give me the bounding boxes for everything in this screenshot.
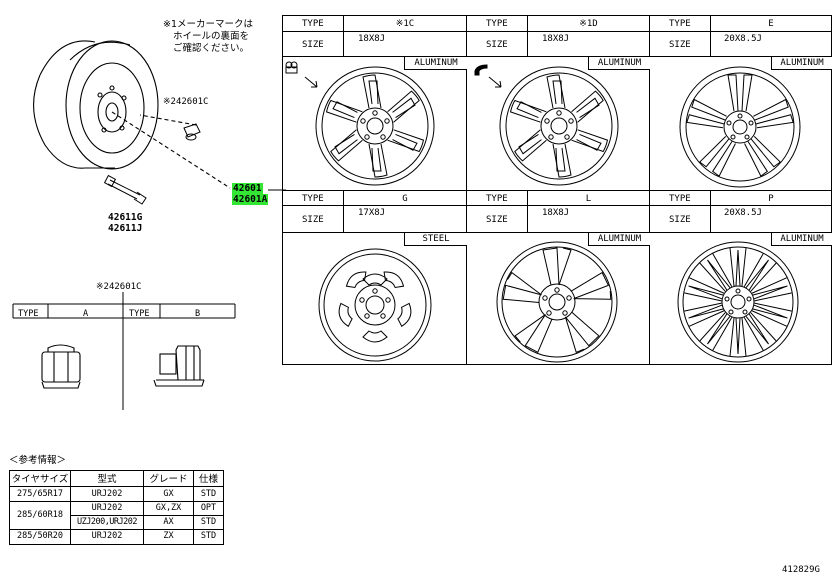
type-value-c[interactable]: ※1C [395, 19, 415, 29]
table-row: 275/65R17 [16, 489, 64, 499]
table-row: GX [163, 489, 174, 499]
size-value-c: 18X8J [358, 34, 386, 44]
table-row: URJ202 [91, 489, 123, 499]
material-badge-e: ALUMINUM [771, 57, 832, 70]
type-value-g[interactable]: G [402, 194, 408, 204]
ref-header-spec: 仕様 [198, 474, 218, 485]
cap-callout-top[interactable]: ※242601C [163, 97, 209, 107]
nut-type-a[interactable]: A [82, 309, 89, 319]
valve-part-42611j[interactable]: 42611J [108, 223, 143, 234]
size-value-e: 20X8.5J [724, 34, 762, 44]
table-row: 285/50R20 [16, 531, 64, 541]
wheel-part-42601[interactable]: 42601 [232, 183, 263, 194]
maker-mark-note: ※1メーカーマークは ホイールの裏面を ご確認ください。 [163, 19, 254, 54]
wheel-g-drawing[interactable] [283, 247, 466, 364]
table-row: STD [200, 517, 217, 527]
valve-part-42611g[interactable]: 42611G [108, 212, 143, 223]
size-label-5: SIZE [486, 215, 508, 225]
wheel-part-42601a[interactable]: 42601A [232, 194, 269, 205]
type-label-4: TYPE [302, 194, 324, 204]
type-label-2: TYPE [486, 19, 508, 29]
nut-type-b[interactable]: B [194, 309, 201, 319]
type-label-1: TYPE [302, 19, 324, 29]
wheel-l-drawing[interactable] [467, 240, 649, 364]
type-label-3: TYPE [669, 19, 691, 29]
table-row: URJ202 [91, 531, 123, 541]
size-label-6: SIZE [669, 215, 691, 225]
size-value-p: 20X8.5J [724, 208, 762, 218]
type-value-p[interactable]: P [768, 194, 774, 204]
table-row: 285/60R18 [16, 510, 64, 520]
wheel-e-drawing[interactable] [650, 57, 831, 190]
size-value-g: 17X8J [358, 208, 386, 218]
type-label-6: TYPE [669, 194, 691, 204]
table-row: URJ202 [91, 503, 123, 513]
nut-type-label-b: TYPE [129, 309, 150, 319]
table-row: AX [163, 517, 174, 527]
nut-type-label-a: TYPE [18, 309, 39, 319]
cap-callout-mid[interactable]: ※242601C [96, 282, 142, 292]
size-label-1: SIZE [302, 40, 324, 50]
ref-header-tire-size: タイヤサイズ [11, 474, 69, 485]
size-label-2: SIZE [486, 40, 508, 50]
tire-assembly-drawing [33, 40, 231, 205]
material-badge-p: ALUMINUM [771, 233, 832, 246]
size-value-l: 18X8J [542, 208, 570, 218]
size-label-4: SIZE [302, 215, 324, 225]
table-row: OPT [200, 503, 217, 513]
material-badge-l: ALUMINUM [588, 233, 650, 246]
size-label-3: SIZE [669, 40, 691, 50]
type-value-d[interactable]: ※1D [579, 19, 598, 29]
table-row: UZJ200,URJ202 [76, 517, 138, 527]
valve-part-numbers: 42611G 42611J [108, 212, 142, 234]
table-row: GX,ZX [155, 503, 182, 513]
wheel-c-drawing[interactable] [283, 57, 466, 190]
table-row: STD [200, 489, 217, 499]
material-badge-c: ALUMINUM [404, 57, 467, 70]
table-row: ZX [163, 531, 174, 541]
table-row: STD [200, 531, 217, 541]
wheel-part-numbers: 42601 42601A [232, 183, 269, 205]
material-badge-d: ALUMINUM [588, 57, 650, 70]
type-label-5: TYPE [486, 194, 508, 204]
material-badge-g: STEEL [404, 233, 467, 246]
wheel-p-drawing[interactable] [650, 240, 831, 364]
diagram-id: 412829G [782, 565, 820, 575]
lug-nut-b-icon[interactable] [148, 340, 218, 400]
nut-table-frame [12, 292, 236, 410]
ref-table-title: ＜参考情報＞ [9, 455, 67, 466]
type-value-l[interactable]: L [585, 194, 592, 204]
wheel-d-drawing[interactable] [467, 57, 649, 190]
lug-nut-a-icon[interactable] [30, 340, 100, 400]
ref-header-model: 型式 [97, 474, 117, 485]
type-value-e[interactable]: E [768, 19, 774, 29]
ref-header-grade: グレード [149, 474, 188, 485]
size-value-d: 18X8J [542, 34, 570, 44]
